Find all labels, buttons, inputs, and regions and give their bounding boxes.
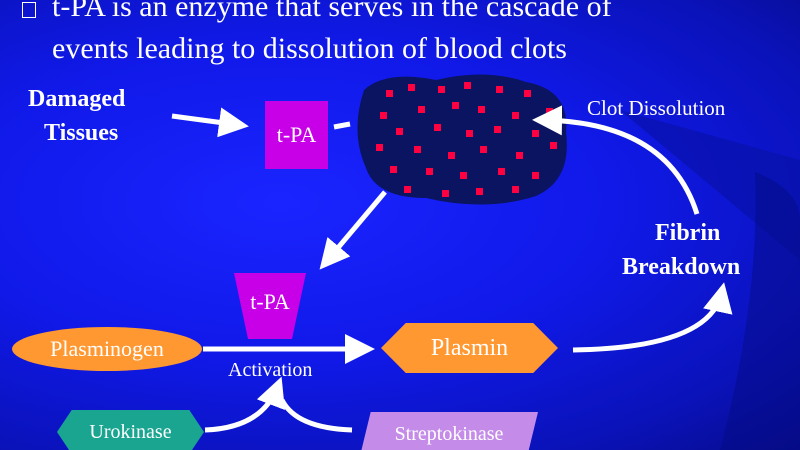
clot-particle xyxy=(512,112,519,119)
line-streptokinase-to-activation xyxy=(279,398,353,433)
clot-particle xyxy=(434,124,441,131)
clot-particle xyxy=(524,90,531,97)
clot-particle xyxy=(452,102,459,109)
tpa-box-top: t-PA xyxy=(265,101,328,169)
clot-particle xyxy=(496,86,503,93)
arrow-tissues-to-tpa xyxy=(171,107,249,138)
clot-particle xyxy=(494,126,501,133)
clot-particle xyxy=(478,106,485,113)
clot-particle xyxy=(426,168,433,175)
arrow-urokinase-to-activation xyxy=(204,376,285,433)
tissues-label: Tissues xyxy=(44,120,119,146)
damaged-label: Damaged xyxy=(28,86,126,112)
clot-particle xyxy=(376,144,383,151)
clot-particle xyxy=(498,168,505,175)
arrow-clot-to-tpa xyxy=(319,190,387,270)
clot-particle xyxy=(380,112,387,119)
breakdown-label: Breakdown xyxy=(622,254,741,280)
line-tpa-to-clot xyxy=(333,121,351,130)
title-line-2: events leading to dissolution of blood c… xyxy=(52,32,567,65)
clot-particle xyxy=(532,172,539,179)
plasmin-hexagon: Plasmin xyxy=(381,323,558,373)
clot-particle xyxy=(448,152,455,159)
activation-label: Activation xyxy=(228,359,313,381)
clot-particle xyxy=(418,106,425,113)
clot-particle xyxy=(408,84,415,91)
plasminogen-oval: Plasminogen xyxy=(12,327,202,371)
clot-particle xyxy=(442,190,449,197)
clot-particle xyxy=(386,90,393,97)
streptokinase-parallelogram: Streptokinase xyxy=(360,412,538,450)
bullet-marker xyxy=(22,2,36,18)
clot-particle xyxy=(404,186,411,193)
clot-particle xyxy=(550,142,557,149)
clot-particle xyxy=(480,146,487,153)
blood-clot xyxy=(357,74,567,205)
clot-dissolution-label: Clot Dissolution xyxy=(587,96,726,120)
clot-particle xyxy=(512,186,519,193)
urokinase-octagon: Urokinase xyxy=(57,410,204,450)
clot-particle xyxy=(438,86,445,93)
fibrin-label: Fibrin xyxy=(655,220,721,246)
clot-particle xyxy=(414,146,421,153)
clot-particle xyxy=(460,172,467,179)
arrow-fibrin-to-clot xyxy=(532,105,700,215)
tpa-trapezoid-label: t-PA xyxy=(250,289,290,314)
clot-particle xyxy=(396,128,403,135)
clot-particle xyxy=(516,152,523,159)
title-line-1: t-PA is an enzyme that serves in the cas… xyxy=(52,0,612,23)
tpa-trapezoid-shape xyxy=(234,273,306,339)
clot-particle xyxy=(464,82,471,89)
clot-particle xyxy=(390,166,397,173)
clot-particle xyxy=(476,188,483,195)
arrow-plasmin-to-fibrin xyxy=(572,282,733,353)
clot-particle xyxy=(466,130,473,137)
